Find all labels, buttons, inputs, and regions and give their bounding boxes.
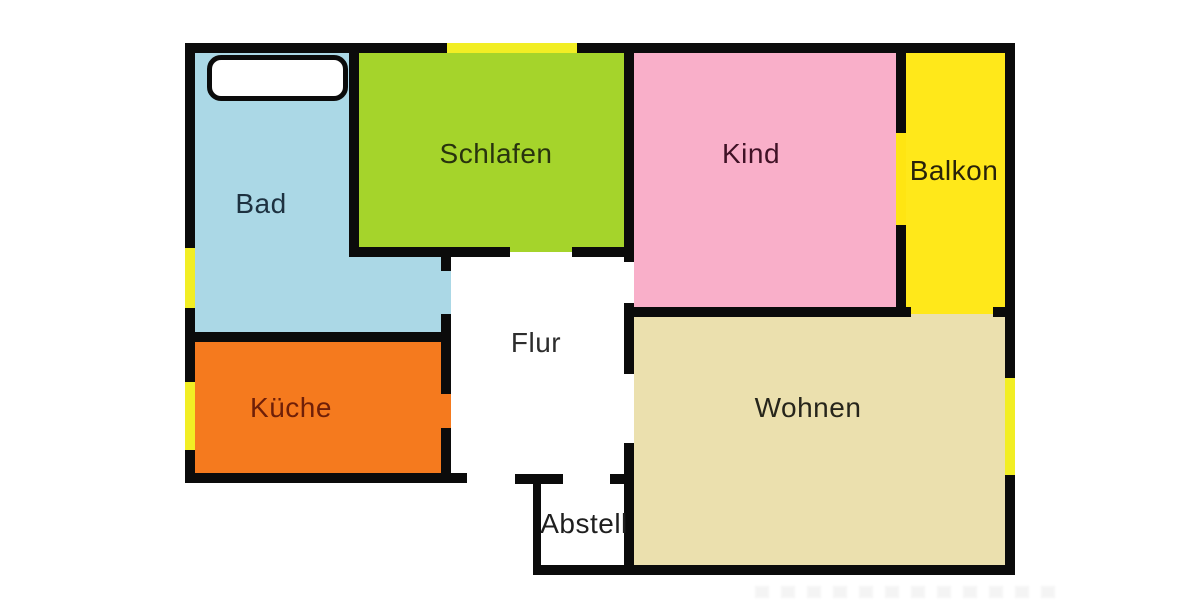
- wall-flur-right-low: [624, 443, 634, 575]
- room-bad-lower: [195, 247, 451, 342]
- room-label-schlafen: Schlafen: [439, 138, 553, 169]
- wall-bad-schlafen: [349, 43, 359, 257]
- room-label-kueche: Küche: [250, 392, 332, 423]
- window-left-kueche: [185, 382, 195, 450]
- room-abstell: [541, 484, 624, 565]
- wall-bad-kueche: [185, 332, 451, 342]
- bathtub-icon: [207, 55, 348, 101]
- room-label-kind: Kind: [721, 138, 781, 169]
- window-right-wohnen: [1005, 378, 1015, 475]
- room-label-abstell: Abstell: [540, 508, 628, 539]
- window-top-schlafen: [447, 43, 577, 53]
- room-schlafen: [359, 53, 624, 252]
- wall-schlafen-bottom-a: [349, 247, 510, 257]
- wall-kind-balkon-lower: [896, 225, 906, 317]
- wall-outer-bottom-main: [533, 565, 1015, 575]
- window-left-bad: [185, 248, 195, 308]
- watermark-remnant: [755, 586, 1055, 598]
- room-wohnen: [634, 312, 1005, 565]
- wall-schlafen-bottom-b: [572, 247, 634, 257]
- balcony-door-marker: [896, 133, 906, 225]
- room-label-bad: Bad: [235, 188, 287, 219]
- room-kind: [634, 53, 896, 312]
- wall-kind-balkon-upper: [896, 43, 906, 133]
- wall-abstell-top-b: [610, 474, 634, 484]
- room-label-balkon: Balkon: [909, 155, 999, 186]
- room-label-flur: Flur: [510, 327, 562, 358]
- wall-kind-bottom: [624, 307, 911, 317]
- wall-flur-right-mid: [624, 303, 634, 374]
- wall-balkon-bottom-stub: [993, 307, 1015, 317]
- wall-outer-bottom-left: [185, 473, 467, 483]
- wall-flur-left-mid: [441, 314, 451, 394]
- wall-flur-left-stub: [441, 247, 451, 271]
- wall-flur-left-low: [441, 428, 451, 483]
- wall-abstell-left: [533, 478, 541, 575]
- room-kueche: [195, 332, 451, 478]
- wall-outer-top: [185, 43, 1015, 53]
- room-label-wohnen: Wohnen: [754, 392, 862, 423]
- wall-schlafen-kind: [624, 43, 634, 262]
- room-balkon: [896, 53, 1005, 314]
- room-flur: [451, 257, 624, 474]
